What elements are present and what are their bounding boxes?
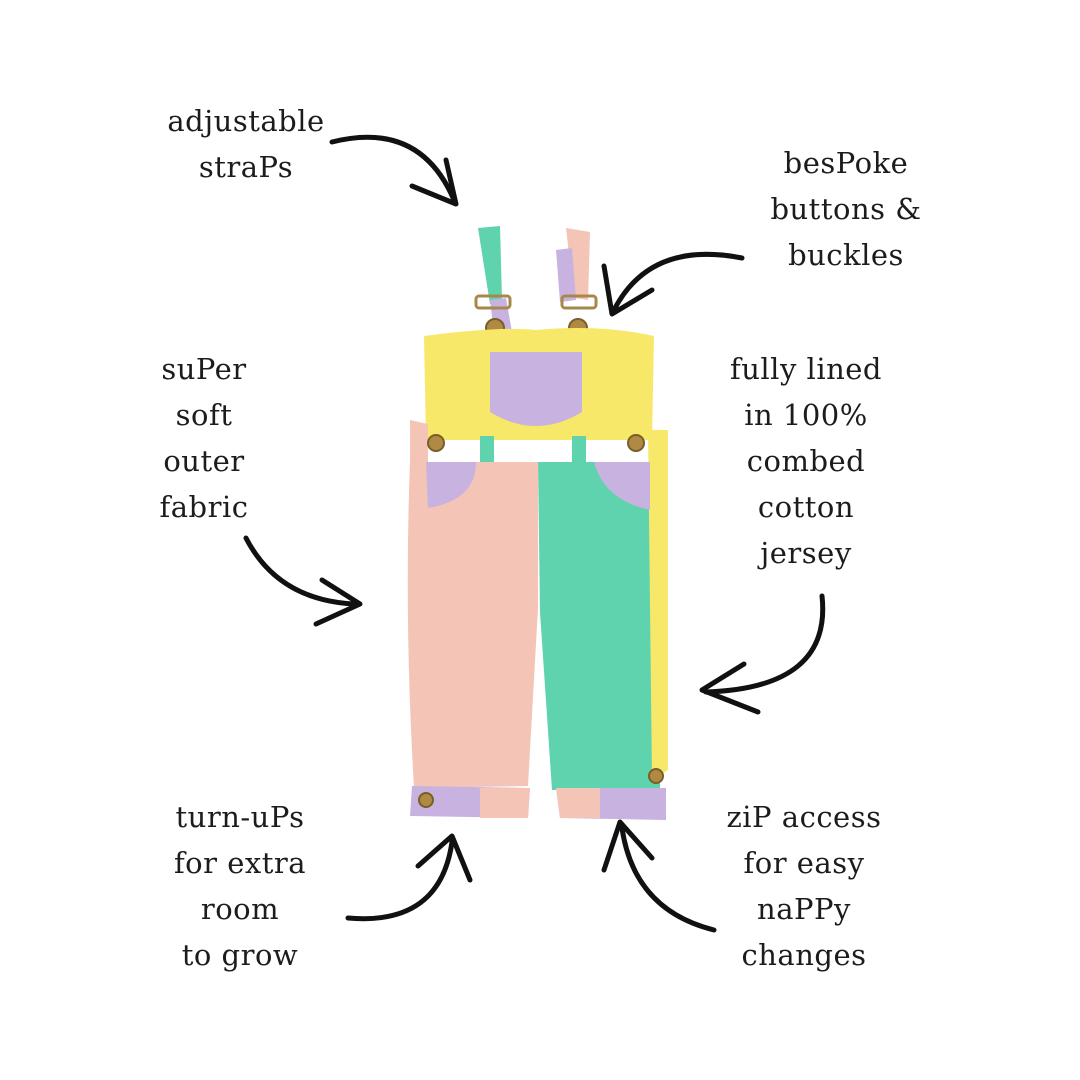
right-buckle-icon	[560, 294, 598, 310]
arrow-turnups-icon	[345, 839, 455, 922]
left-turn-up-button-icon	[418, 792, 434, 808]
left-hip-pocket	[426, 462, 476, 508]
belt-loop-right	[572, 436, 586, 462]
arrow-lining-head-icon	[699, 661, 761, 715]
arrow-zip-icon	[619, 825, 717, 933]
right-waist-button-icon	[627, 434, 645, 452]
arrow-buttons-icon	[611, 251, 745, 313]
label-adjustable-straps: adjustable straPs	[167, 104, 325, 184]
right-strap-lining	[556, 248, 576, 302]
arrow-straps-head-icon	[409, 157, 459, 207]
arrow-turnups-head-icon	[415, 833, 473, 883]
left-waist-button-icon	[427, 434, 445, 452]
label-bespoke-buttons: besPoke buttons & buckles	[770, 146, 922, 272]
arrow-lining-icon	[703, 593, 826, 695]
right-leg	[538, 462, 660, 790]
right-hip-pocket	[594, 462, 650, 510]
arrow-fabric-icon	[243, 535, 357, 607]
left-buckle-icon	[474, 294, 512, 310]
label-super-soft-fabric: suPer soft outer fabric	[159, 352, 249, 524]
right-turn-up-button-icon	[648, 768, 664, 784]
right-strap	[566, 228, 590, 300]
left-leg	[407, 462, 538, 788]
arrow-zip-head-icon	[601, 819, 655, 873]
belt-loop	[480, 436, 494, 462]
right-turn-up-pink	[556, 788, 600, 818]
label-fully-lined: fully lined in 100% combed cotton jersey	[729, 352, 882, 570]
arrow-buttons-head-icon	[601, 263, 655, 317]
label-zip-access: ziP access for easy naPPy changes	[726, 800, 882, 972]
label-turn-ups: turn-uPs for extra room to grow	[173, 800, 307, 972]
left-strap	[478, 226, 502, 304]
bib-pocket	[490, 352, 582, 426]
arrow-straps-icon	[329, 134, 457, 203]
arrow-fabric-head-icon	[313, 577, 363, 627]
left-side-yellow	[410, 420, 428, 470]
left-turn-up-pink	[480, 788, 530, 818]
right-side-panel	[648, 430, 668, 780]
